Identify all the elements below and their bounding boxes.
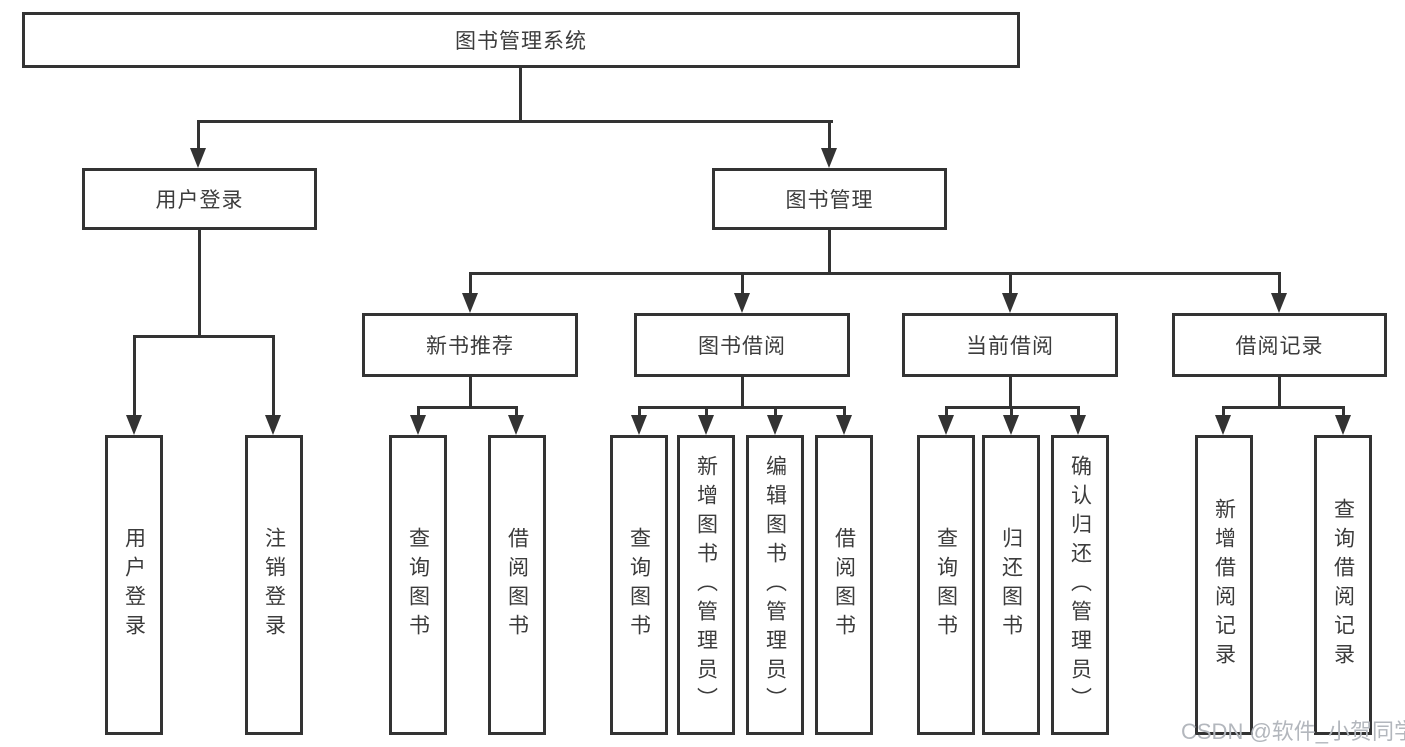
node-leaf-edit-books-admin: 编辑图书（管理员） (746, 435, 804, 735)
connector-drop-leaf (774, 406, 777, 417)
csdn-watermark: CSDN @软件_小贺同学 (1181, 719, 1405, 744)
connector-root-bar (197, 120, 833, 123)
arrowhead-down-icon (631, 415, 647, 435)
arrowhead-down-icon (1002, 293, 1018, 313)
node-leaf-user-login: 用户登录 (105, 435, 163, 735)
arrowhead-down-icon (265, 415, 281, 435)
node-leaf-borrow-books-1: 借阅图书 (488, 435, 546, 735)
node-leaf-logout: 注销登录 (245, 435, 303, 735)
node-leaf-borrow-books-2: 借阅图书 (815, 435, 873, 735)
arrowhead-down-icon (190, 148, 206, 168)
connector-user-login-bar (133, 335, 274, 338)
connector-drop-leaf (705, 406, 708, 417)
connector-bar (638, 406, 846, 409)
arrowhead-down-icon (126, 415, 142, 435)
arrowhead-down-icon (767, 415, 783, 435)
connector-drop-new-book (469, 272, 472, 295)
connector-bar (1222, 406, 1345, 409)
arrowhead-down-icon (1003, 415, 1019, 435)
node-library-management-system: 图书管理系统 (22, 12, 1020, 68)
connector-bar (417, 406, 518, 409)
node-leaf-search-books-1: 查询图书 (389, 435, 447, 735)
arrowhead-down-icon (698, 415, 714, 435)
connector-drop-book-borrowing (741, 272, 744, 295)
node-leaf-search-books-2: 查询图书 (610, 435, 668, 735)
connector-drop-book-management (828, 120, 831, 150)
node-new-book-recommendation: 新书推荐 (362, 313, 578, 377)
connector-drop-leaf (638, 406, 641, 417)
connector-drop-leaf (272, 335, 275, 417)
node-leaf-add-books-admin: 新增图书（管理员） (677, 435, 735, 735)
connector-drop-leaf (417, 406, 420, 417)
node-leaf-confirm-return-admin: 确认归还（管理员） (1051, 435, 1109, 735)
arrowhead-down-icon (1215, 415, 1231, 435)
connector-drop-leaf (1010, 406, 1013, 417)
arrowhead-down-icon (462, 293, 478, 313)
node-leaf-add-borrowing-record: 新增借阅记录 (1195, 435, 1253, 735)
connector-stem (1009, 377, 1012, 406)
connector-drop-leaf (1222, 406, 1225, 417)
connector-book-management-bar (469, 272, 1281, 275)
connector-drop-leaf (515, 406, 518, 417)
node-user-login: 用户登录 (82, 168, 317, 230)
connector-book-management-stem (828, 230, 831, 272)
connector-drop-borrowing-records (1278, 272, 1281, 295)
arrowhead-down-icon (1070, 415, 1086, 435)
connector-stem (1278, 377, 1281, 406)
arrowhead-down-icon (410, 415, 426, 435)
node-book-management: 图书管理 (712, 168, 947, 230)
node-borrowing-records: 借阅记录 (1172, 313, 1387, 377)
connector-drop-current-borrowing (1009, 272, 1012, 295)
arrowhead-down-icon (734, 293, 750, 313)
arrowhead-down-icon (836, 415, 852, 435)
node-current-borrowing: 当前借阅 (902, 313, 1118, 377)
connector-stem (469, 377, 472, 406)
arrowhead-down-icon (508, 415, 524, 435)
arrowhead-down-icon (1271, 293, 1287, 313)
arrowhead-down-icon (1335, 415, 1351, 435)
connector-drop-leaf (1342, 406, 1345, 417)
connector-drop-leaf (945, 406, 948, 417)
connector-drop-leaf (843, 406, 846, 417)
connector-drop-leaf (1077, 406, 1080, 417)
connector-user-login-stem (198, 230, 201, 335)
connector-root-stem (519, 68, 522, 121)
node-leaf-search-borrowing-record: 查询借阅记录 (1314, 435, 1372, 735)
node-book-borrowing: 图书借阅 (634, 313, 850, 377)
connector-stem (741, 377, 744, 406)
arrowhead-down-icon (821, 148, 837, 168)
node-leaf-search-books-3: 查询图书 (917, 435, 975, 735)
node-leaf-return-books: 归还图书 (982, 435, 1040, 735)
connector-drop-user-login (197, 120, 200, 150)
connector-drop-leaf (133, 335, 136, 417)
arrowhead-down-icon (938, 415, 954, 435)
